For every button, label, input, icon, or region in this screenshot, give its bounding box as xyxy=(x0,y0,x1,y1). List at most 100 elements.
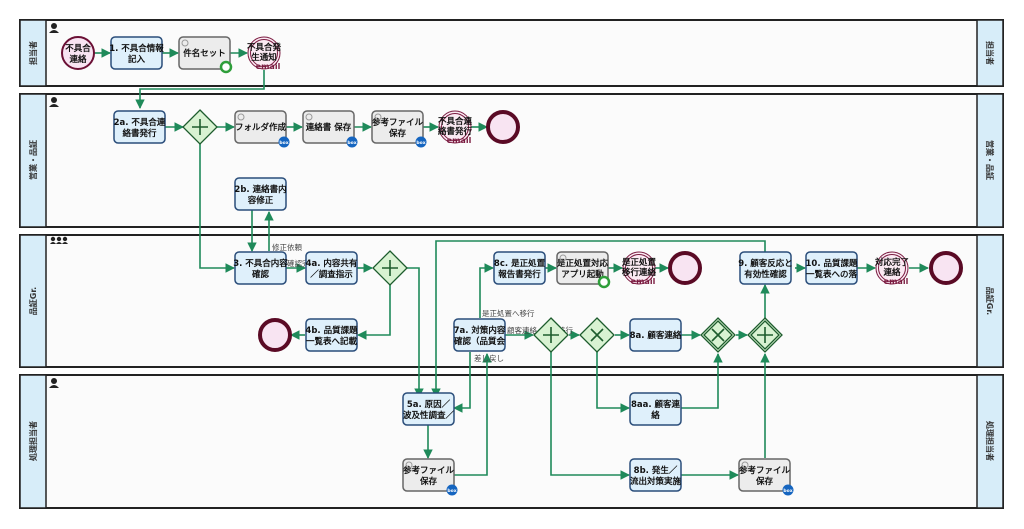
task-box[interactable] xyxy=(302,110,355,144)
task-box[interactable] xyxy=(805,251,858,285)
task-box[interactable] xyxy=(305,318,358,352)
task-box[interactable] xyxy=(371,110,424,144)
flow-t7a-to-t5a[interactable] xyxy=(453,352,471,413)
flow-gw2-to-t4b[interactable] xyxy=(357,285,391,340)
lane-1-label-left: 担当者 xyxy=(28,41,38,65)
end-event-final[interactable] xyxy=(929,251,963,285)
user-task-t8a[interactable]: 8a. 顧客連絡 xyxy=(629,318,682,352)
task-box[interactable] xyxy=(629,458,682,492)
gear-icon xyxy=(181,39,189,47)
task-label: フォルダ作成 xyxy=(235,122,287,133)
gear-icon xyxy=(305,113,313,121)
service-task-s_name[interactable]: 件名セット xyxy=(178,36,233,74)
message-event-correction[interactable]: 是正処置 移行連絡 email xyxy=(621,251,657,286)
task-box[interactable] xyxy=(178,36,231,70)
flow-gw2-to-t5a[interactable] xyxy=(407,267,424,398)
task-label: 4a. 内容共有 xyxy=(306,258,358,269)
task-label: 保存 xyxy=(388,128,407,139)
task-label: 8b. 発生／ xyxy=(634,465,678,476)
exclusive-gateway-5[interactable] xyxy=(700,317,736,353)
message-event-done[interactable]: 対応完了 連絡 email xyxy=(874,251,909,286)
lane-2-label-right: 営業・品証 xyxy=(985,140,995,180)
task-box[interactable] xyxy=(305,251,358,285)
parallel-gateway-1[interactable] xyxy=(182,109,218,145)
group-icon xyxy=(50,236,68,244)
start-event[interactable]: 不具合 連絡 xyxy=(61,36,95,70)
user-task-t5a[interactable]: 5a. 原因／波及性調査／ xyxy=(402,392,455,426)
task-box[interactable] xyxy=(234,251,287,285)
task-box[interactable] xyxy=(556,251,609,285)
task-box[interactable] xyxy=(402,458,455,492)
user-task-t8b[interactable]: 8b. 発生／流出対策実施 xyxy=(629,458,682,492)
message-event-issue[interactable]: 不具合連 絡書発行 email xyxy=(438,110,473,145)
task-box[interactable] xyxy=(629,392,682,426)
task-label: 一覧表へ記載 xyxy=(306,336,358,347)
task-box[interactable] xyxy=(493,251,546,285)
task-box[interactable] xyxy=(234,110,287,144)
task-box[interactable] xyxy=(629,318,682,352)
message-event-notify[interactable]: 不具合発 生通知 email xyxy=(247,36,282,71)
lane-1-label-right: 担当者 xyxy=(985,41,995,65)
task-box[interactable] xyxy=(110,36,163,70)
task-label: 確認 xyxy=(251,269,270,280)
parallel-gateway-3[interactable] xyxy=(533,317,569,353)
flow-gw3-to-t8b[interactable] xyxy=(550,352,630,480)
task-box[interactable] xyxy=(738,458,791,492)
task-label: 一覧表への落 xyxy=(806,269,858,280)
box-icon xyxy=(415,136,427,148)
task-label: 7a. 対策内容 xyxy=(454,325,506,336)
flow-t9-loop-to-t5a[interactable] xyxy=(431,240,766,398)
flow-gw4-to-t8aa[interactable] xyxy=(596,352,630,413)
task-box[interactable] xyxy=(113,110,166,144)
single-person-icon xyxy=(49,23,59,33)
task-label: 波及性調査／ xyxy=(403,410,455,421)
task-label: 参考ファイル xyxy=(739,465,791,476)
flow-gw1-to-t3[interactable] xyxy=(199,144,235,273)
task-label: 参考ファイル xyxy=(403,465,455,476)
user-task-t8aa[interactable]: 8aa. 顧客連絡 xyxy=(629,392,682,426)
end-event-4b[interactable] xyxy=(258,318,292,352)
svg-text:是正処置: 是正処置 xyxy=(621,257,657,268)
task-label: 絡書発行 xyxy=(122,128,157,139)
flow-t8aa-to-gw5[interactable] xyxy=(681,353,723,409)
gear-icon xyxy=(741,461,749,469)
task-label: 4b. 品質課題 xyxy=(305,325,358,336)
parallel-gateway-2[interactable] xyxy=(372,250,408,286)
task-label: 保存 xyxy=(755,476,774,487)
end-event-correction[interactable] xyxy=(668,251,702,285)
flow-notify-to-t2a[interactable] xyxy=(135,70,265,109)
timer-icon xyxy=(597,275,611,289)
end-event-lane2[interactable] xyxy=(486,110,520,144)
exclusive-gateway-4[interactable] xyxy=(579,317,615,353)
flow-label-send-back: 差し戻し xyxy=(474,353,504,363)
task-box[interactable] xyxy=(402,392,455,426)
task-box[interactable] xyxy=(234,177,287,211)
gear-icon xyxy=(559,254,567,262)
flow-ref2-to-t7a[interactable] xyxy=(454,353,492,476)
flow-t7a-to-t8c[interactable] xyxy=(479,263,494,318)
user-task-t4a[interactable]: 4a. 内容共有／調査指示 xyxy=(305,251,358,285)
box-icon-label: box xyxy=(347,140,356,146)
task-box[interactable] xyxy=(453,318,506,352)
email-icon: email xyxy=(256,62,281,71)
task-label: 件名セット xyxy=(183,48,226,59)
lane-3-label-left: 品証Gr. xyxy=(28,287,38,315)
parallel-gateway-6[interactable] xyxy=(747,317,783,353)
task-box[interactable] xyxy=(739,251,792,285)
